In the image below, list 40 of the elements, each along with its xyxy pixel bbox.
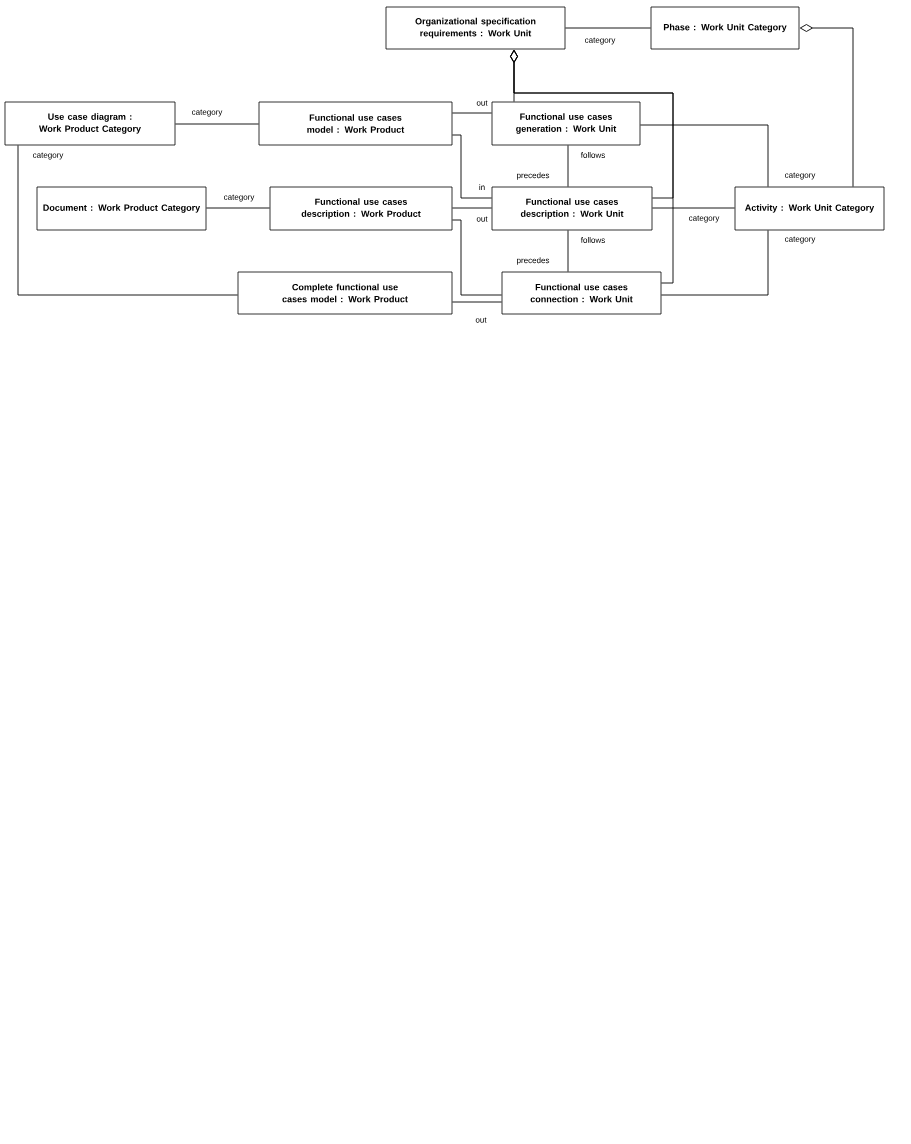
edge-label: follows xyxy=(580,152,605,158)
edge-label: follows xyxy=(580,237,605,243)
edge-label: category xyxy=(585,37,616,45)
edge-label: category xyxy=(33,152,64,160)
object-box: Use case diagram : Work Product Category xyxy=(4,101,176,146)
edge-label: category xyxy=(689,215,720,223)
connector-line xyxy=(651,207,736,209)
edge-label: category xyxy=(224,194,255,202)
connector-line xyxy=(205,207,271,209)
edge-label: category xyxy=(785,172,816,180)
edge-label: out xyxy=(476,216,488,222)
connector-line xyxy=(567,144,569,188)
connector-line xyxy=(174,123,260,125)
connector-line xyxy=(660,229,769,296)
object-box: Phase : Work Unit Category xyxy=(650,6,800,50)
edge-label: category xyxy=(192,109,223,117)
connector-line xyxy=(567,229,569,273)
connector-line xyxy=(451,112,493,114)
object-box: Organizational specification requirements : Work Unit xyxy=(385,6,566,50)
connector-line xyxy=(451,219,503,296)
edge-label: out xyxy=(475,317,487,323)
object-box: Activity : Work Unit Category xyxy=(734,186,885,231)
object-box: Functional use cases model : Work Product xyxy=(258,101,453,146)
object-box: Functional use cases description : Work Product xyxy=(269,186,453,231)
connector-line xyxy=(451,134,493,199)
connector-line xyxy=(799,24,854,188)
connector-line xyxy=(17,144,239,296)
connector-line xyxy=(510,49,674,284)
edge-label: out xyxy=(476,100,488,106)
edge-label: category xyxy=(785,236,816,244)
connector-line xyxy=(451,207,493,209)
connector-line xyxy=(564,27,652,29)
object-box: Complete functional use cases model : Work Product xyxy=(237,271,453,315)
object-box: Functional use cases connection : Work Unit xyxy=(501,271,662,315)
object-box: Document : Work Product Category xyxy=(36,186,207,231)
connector-line xyxy=(639,124,769,188)
object-box: Functional use cases generation : Work Unit xyxy=(491,101,641,146)
edge-label: in xyxy=(479,184,485,190)
object-box: Functional use cases description : Work Unit xyxy=(491,186,653,231)
connector-line xyxy=(451,301,503,303)
